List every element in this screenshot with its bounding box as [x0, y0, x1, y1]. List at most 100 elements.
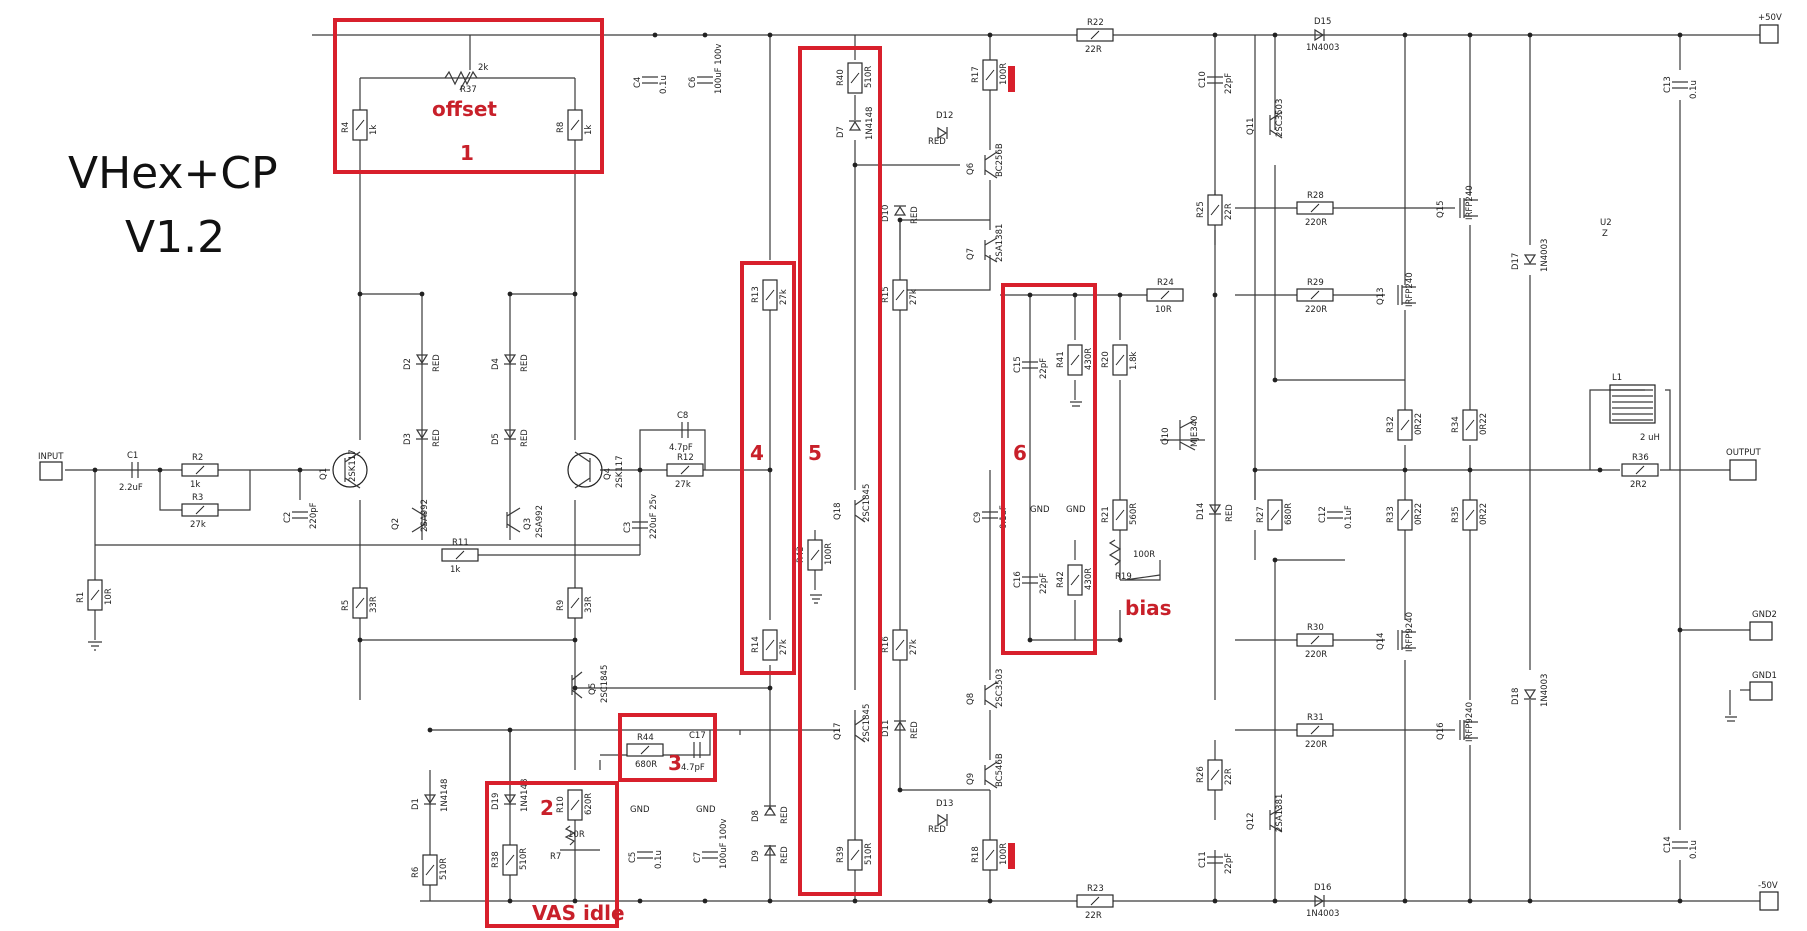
component-value: 0.1u: [1689, 80, 1699, 99]
component-ref: D5: [491, 433, 501, 445]
junction-dot: [1677, 32, 1683, 38]
component-ref: C1: [127, 451, 138, 461]
component-ref: R36: [1632, 453, 1649, 463]
component-value: 1N4003: [1540, 674, 1550, 707]
junction-dot: [1212, 292, 1218, 298]
component-value: 22R: [1085, 911, 1102, 921]
annotation-number-4: 4: [750, 441, 764, 465]
junction-dot: [1212, 898, 1218, 904]
component-ref: R35: [1451, 506, 1461, 523]
l1-component: L12 uH: [1612, 373, 1660, 443]
resistor-mark: [640, 745, 650, 755]
component-ref: R1: [76, 592, 86, 603]
neg-rail-label: -50V: [1758, 881, 1778, 891]
component-value: 10R: [568, 830, 585, 840]
component-value: 1N4148: [865, 107, 875, 140]
junction-dot: [507, 898, 513, 904]
component-ref: C7: [693, 852, 703, 863]
component-ref: R5: [341, 600, 351, 611]
component-ref: R11: [452, 538, 469, 548]
junction-dot: [1402, 467, 1408, 473]
resistor-mark: [1090, 896, 1100, 906]
resistor-mark: [1465, 509, 1475, 521]
junction-dot: [1467, 898, 1473, 904]
capacitor-plates: [681, 422, 689, 438]
component-ref: Q16: [1436, 722, 1446, 740]
annotation-number-1: 1: [460, 141, 474, 165]
junction-dot: [297, 467, 303, 473]
component-value: 680R: [635, 760, 657, 770]
component-value: 27k: [190, 520, 206, 530]
resistor-mark: [1310, 635, 1320, 645]
component-ref: R2: [192, 453, 203, 463]
component-value: 2SC1845: [600, 665, 610, 703]
component-value: 1N4003: [1306, 43, 1339, 53]
junction-dot: [852, 162, 858, 168]
component-value: 2SA1381: [995, 224, 1005, 262]
junction-dot: [92, 467, 98, 473]
junction-dot: [987, 32, 993, 38]
component-ref: C11: [1198, 851, 1208, 868]
junction-dot: [1402, 898, 1408, 904]
component-value: 1N4148: [440, 779, 450, 812]
annotation-vas-idle: VAS idle: [532, 901, 625, 925]
pos-rail-label: +50V: [1758, 13, 1782, 23]
resistor-mark: [90, 589, 100, 601]
junction-dot: [572, 898, 578, 904]
component-ref: R39: [836, 846, 846, 863]
component-value: 2k: [478, 63, 488, 73]
component-ref: Q2: [391, 518, 401, 530]
junction-dot: [767, 32, 773, 38]
annotation-offset: offset: [432, 97, 497, 121]
component-ref: U2: [1600, 218, 1612, 228]
component-ref: R6: [411, 867, 421, 878]
junction-dot: [1677, 898, 1683, 904]
junction-dot: [767, 685, 773, 691]
junction-dot: [1527, 898, 1533, 904]
component-ref: R15: [881, 286, 891, 303]
component-value: 2.2uF: [119, 483, 143, 493]
component-value: 27k: [675, 480, 691, 490]
bjt-symbols: [411, 111, 1283, 833]
junction-dot: [357, 637, 363, 643]
box-2-vas-idle: [485, 781, 619, 928]
capacitor-plates: [697, 76, 713, 84]
component-value: RED: [520, 354, 530, 372]
resistor-mark: [570, 799, 580, 811]
gnd-label: GND: [630, 805, 650, 815]
resistor-mark: [1635, 465, 1645, 475]
capacitor-plates: [1327, 511, 1343, 519]
component-value: 22pF: [1224, 853, 1234, 874]
component-ref: R34: [1451, 416, 1461, 433]
component-value: 22pF: [1039, 573, 1049, 594]
junction-dot: [767, 898, 773, 904]
component-value: 510R: [439, 858, 449, 880]
junction-dot: [637, 898, 643, 904]
pot-symbols: [444, 70, 1161, 846]
component-ref: D3: [403, 433, 413, 445]
component-ref: R23: [1087, 884, 1104, 894]
